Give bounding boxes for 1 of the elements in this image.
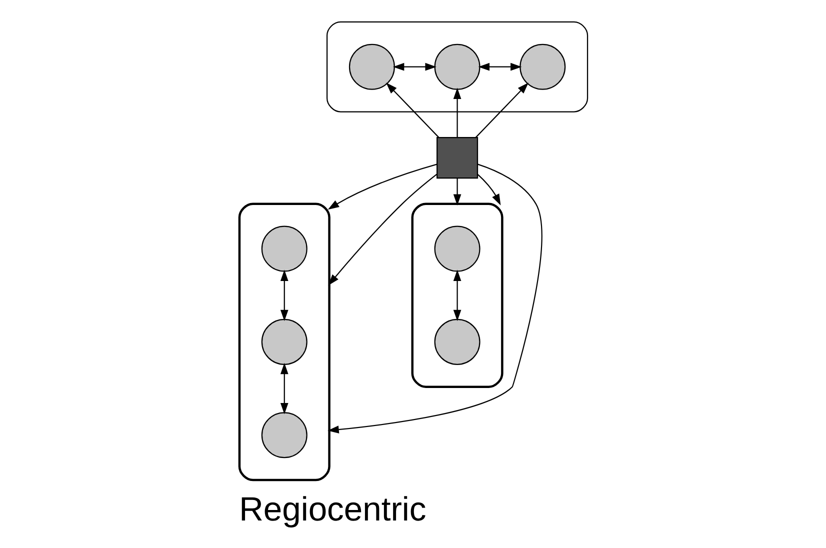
caption: Regiocentric [238,491,426,528]
